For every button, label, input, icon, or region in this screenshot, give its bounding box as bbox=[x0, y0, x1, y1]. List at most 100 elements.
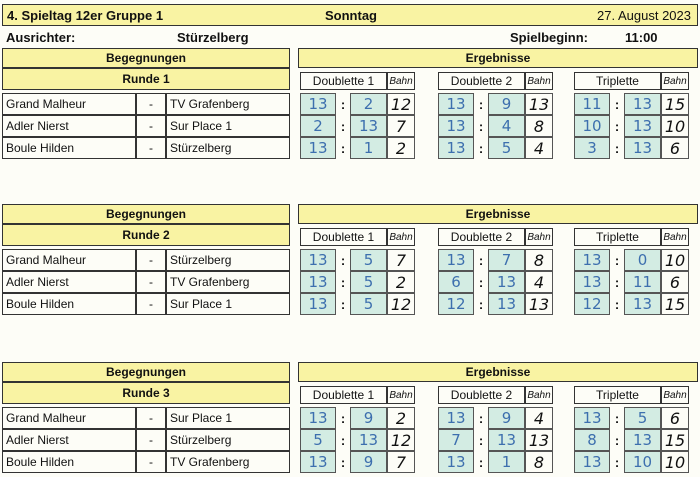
versus-dash: - bbox=[136, 137, 166, 159]
score-colon: : bbox=[614, 410, 620, 426]
doublette-1-away-score: 5 bbox=[350, 293, 387, 315]
triplette-home-score: 13 bbox=[574, 249, 610, 271]
round-title: Runde 3 bbox=[2, 382, 290, 404]
doublette-1-bahn: 12 bbox=[387, 293, 415, 315]
sheet-header: 4. Spieltag 12er Gruppe 1 Sonntag 27. Au… bbox=[2, 4, 698, 26]
doublette-2-caption: Doublette 2 bbox=[438, 386, 525, 404]
score-colon: : bbox=[340, 410, 346, 426]
score-colon: : bbox=[478, 96, 484, 112]
doublette-2-away-score: 4 bbox=[488, 115, 525, 137]
triplette-away-score: 13 bbox=[624, 115, 661, 137]
triplette-bahn: 15 bbox=[661, 429, 689, 451]
doublette-1-home-score: 2 bbox=[300, 115, 336, 137]
home-team: Boule Hilden bbox=[2, 137, 136, 159]
doublette-2-bahn: 4 bbox=[525, 137, 553, 159]
score-colon: : bbox=[478, 454, 484, 470]
doublette-2-away-score: 1 bbox=[488, 451, 525, 473]
triplette-home-score: 8 bbox=[574, 429, 610, 451]
triplette-home-score: 13 bbox=[574, 271, 610, 293]
doublette-2-home-score: 13 bbox=[438, 249, 474, 271]
doublette-1-away-score: 9 bbox=[350, 451, 387, 473]
doublette-2-away-score: 7 bbox=[488, 249, 525, 271]
score-colon: : bbox=[340, 118, 346, 134]
doublette-2-home-score: 13 bbox=[438, 137, 474, 159]
away-team: Sur Place 1 bbox=[166, 407, 290, 429]
doublette-2-home-score: 13 bbox=[438, 407, 474, 429]
triplette-bahn: 6 bbox=[661, 271, 689, 293]
doublette-2-away-score: 9 bbox=[488, 93, 525, 115]
doublette-2-caption: Doublette 2 bbox=[438, 72, 525, 90]
doublette-2-home-score: 7 bbox=[438, 429, 474, 451]
away-team: Stürzelberg bbox=[166, 137, 290, 159]
score-colon: : bbox=[478, 140, 484, 156]
away-team: TV Grafenberg bbox=[166, 271, 290, 293]
versus-dash: - bbox=[136, 429, 166, 451]
triplette-bahn-caption: Bahn bbox=[661, 228, 689, 246]
doublette-1-bahn-caption: Bahn bbox=[387, 72, 415, 90]
triplette-home-score: 12 bbox=[574, 293, 610, 315]
match-date: 27. August 2023 bbox=[597, 8, 691, 23]
organizer-label: Ausrichter: bbox=[6, 30, 76, 45]
doublette-1-away-score: 5 bbox=[350, 271, 387, 293]
triplette-bahn: 10 bbox=[661, 249, 689, 271]
doublette-1-bahn: 7 bbox=[387, 115, 415, 137]
doublette-1-home-score: 13 bbox=[300, 451, 336, 473]
home-team: Adler Nierst bbox=[2, 115, 136, 137]
triplette-caption: Triplette bbox=[574, 228, 661, 246]
away-team: TV Grafenberg bbox=[166, 93, 290, 115]
doublette-1-away-score: 13 bbox=[350, 429, 387, 451]
doublette-1-bahn: 2 bbox=[387, 407, 415, 429]
organizer-name: Stürzelberg bbox=[177, 30, 249, 45]
doublette-1-bahn: 2 bbox=[387, 137, 415, 159]
doublette-1-home-score: 5 bbox=[300, 429, 336, 451]
triplette-away-score: 13 bbox=[624, 293, 661, 315]
triplette-home-score: 3 bbox=[574, 137, 610, 159]
score-colon: : bbox=[478, 118, 484, 134]
doublette-1-home-score: 13 bbox=[300, 93, 336, 115]
doublette-2-away-score: 9 bbox=[488, 407, 525, 429]
doublette-2-caption: Doublette 2 bbox=[438, 228, 525, 246]
score-colon: : bbox=[340, 252, 346, 268]
triplette-home-score: 13 bbox=[574, 451, 610, 473]
doublette-2-bahn: 4 bbox=[525, 271, 553, 293]
triplette-bahn: 15 bbox=[661, 93, 689, 115]
versus-dash: - bbox=[136, 271, 166, 293]
versus-dash: - bbox=[136, 249, 166, 271]
results-header: Ergebnisse bbox=[298, 204, 698, 224]
score-colon: : bbox=[478, 410, 484, 426]
doublette-1-bahn: 7 bbox=[387, 249, 415, 271]
doublette-1-caption: Doublette 1 bbox=[300, 72, 387, 90]
score-colon: : bbox=[614, 118, 620, 134]
score-colon: : bbox=[478, 252, 484, 268]
doublette-1-caption: Doublette 1 bbox=[300, 228, 387, 246]
score-colon: : bbox=[614, 140, 620, 156]
versus-dash: - bbox=[136, 93, 166, 115]
score-colon: : bbox=[478, 274, 484, 290]
score-colon: : bbox=[340, 96, 346, 112]
doublette-2-away-score: 13 bbox=[488, 293, 525, 315]
doublette-1-away-score: 1 bbox=[350, 137, 387, 159]
sheet-title: 4. Spieltag 12er Gruppe 1 bbox=[7, 8, 164, 23]
score-colon: : bbox=[614, 252, 620, 268]
doublette-2-bahn: 8 bbox=[525, 451, 553, 473]
doublette-2-home-score: 6 bbox=[438, 271, 474, 293]
doublette-2-home-score: 12 bbox=[438, 293, 474, 315]
doublette-2-bahn: 4 bbox=[525, 407, 553, 429]
away-team: Sur Place 1 bbox=[166, 115, 290, 137]
score-colon: : bbox=[478, 296, 484, 312]
doublette-2-away-score: 13 bbox=[488, 271, 525, 293]
triplette-away-score: 13 bbox=[624, 93, 661, 115]
triplette-bahn-caption: Bahn bbox=[661, 386, 689, 404]
away-team: Stürzelberg bbox=[166, 429, 290, 451]
versus-dash: - bbox=[136, 115, 166, 137]
triplette-away-score: 5 bbox=[624, 407, 661, 429]
score-colon: : bbox=[340, 296, 346, 312]
versus-dash: - bbox=[136, 451, 166, 473]
away-team: TV Grafenberg bbox=[166, 451, 290, 473]
doublette-1-bahn-caption: Bahn bbox=[387, 228, 415, 246]
results-header: Ergebnisse bbox=[298, 362, 698, 382]
doublette-1-bahn: 12 bbox=[387, 93, 415, 115]
doublette-2-away-score: 5 bbox=[488, 137, 525, 159]
